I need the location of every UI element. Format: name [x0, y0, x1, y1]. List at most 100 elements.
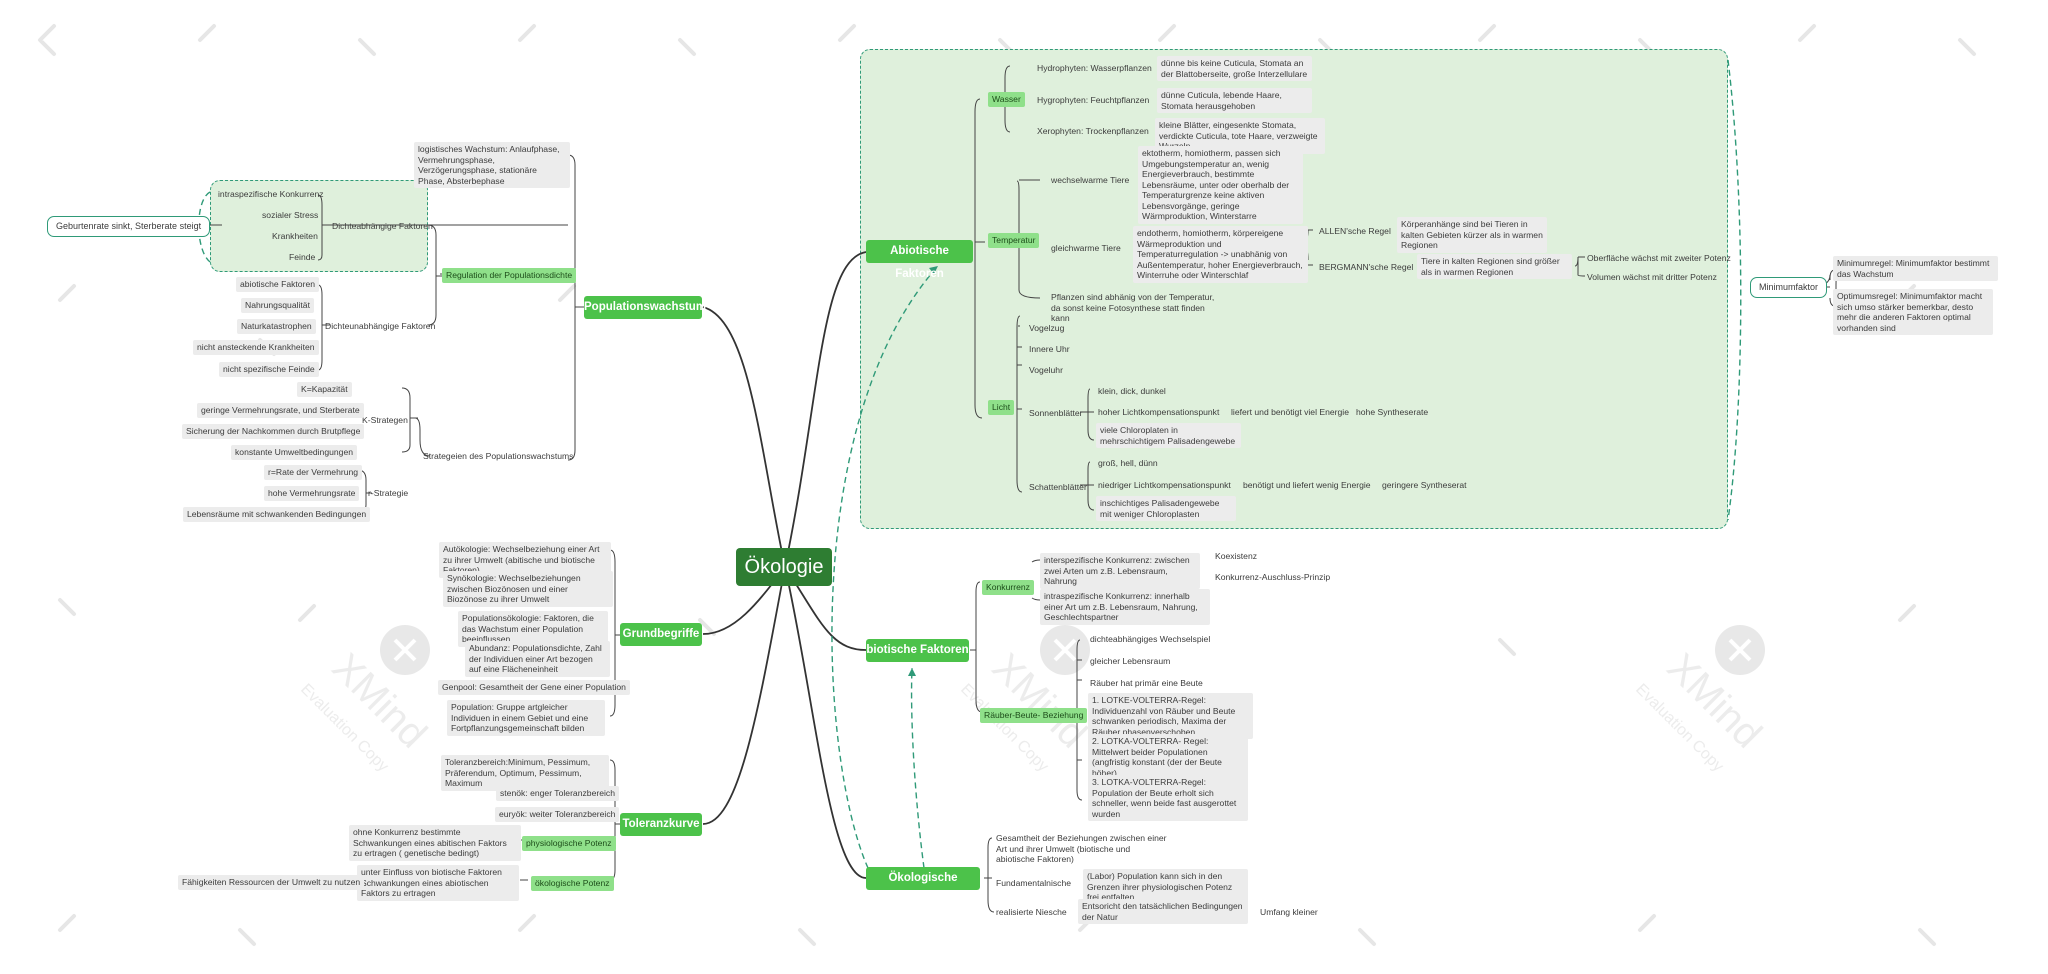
node-schatten-palisaden[interactable]: inschichtiges Palisadengewebe mit wenige…	[1096, 496, 1236, 521]
node-innere-uhr[interactable]: Innere Uhr	[1029, 344, 1070, 354]
node-krankheiten[interactable]: Krankheiten	[272, 231, 318, 241]
node-wasser[interactable]: Wasser	[988, 92, 1025, 107]
node-auschluss-prinzip[interactable]: Konkurrenz-Auschluss-Prinzip	[1215, 572, 1331, 582]
node-genpool[interactable]: Genpool: Gesamtheit der Gene einer Popul…	[438, 680, 630, 695]
node-hygrophyten-detail[interactable]: dünne Cuticula, lebende Haare, Stomata h…	[1157, 88, 1312, 113]
node-stenoek[interactable]: stenök: enger Toleranzbereich	[496, 786, 619, 801]
node-wechselwarme-detail[interactable]: ektotherm, homiotherm, passen sich Umgeb…	[1138, 146, 1303, 224]
node-k-kapazitaet[interactable]: K=Kapazität	[297, 382, 352, 397]
node-r-lebensraeume[interactable]: Lebensräume mit schwankenden Bedingungen	[183, 507, 371, 522]
node-faehigkeiten-ressourcen[interactable]: Fähigkeiten Ressourcen der Umwelt zu nut…	[178, 875, 365, 890]
node-schattenblaetter[interactable]: Schattenblätter	[1029, 482, 1087, 492]
node-umfang-kleiner[interactable]: Umfang kleiner	[1260, 907, 1318, 917]
node-physiologische-potenz[interactable]: physiologische Potenz	[522, 836, 616, 851]
node-regulation-populationsdichte[interactable]: Regulation der Populationsdichte	[442, 268, 577, 283]
node-r-strategie[interactable]: r-Strategie	[368, 488, 409, 498]
node-xerophyten[interactable]: Xerophyten: Trockenpflanzen	[1037, 126, 1149, 136]
node-fundamentalnische-detail[interactable]: (Labor) Population kann sich in den Gren…	[1083, 869, 1248, 905]
node-minimumregel[interactable]: Minimumregel: Minimumfaktor bestimmt das…	[1833, 256, 1998, 281]
node-realisierte-niesche[interactable]: realisierte Niesche	[996, 907, 1067, 917]
node-temperatur[interactable]: Temperatur	[988, 233, 1040, 248]
node-k-umweltbedingungen[interactable]: konstante Umweltbedingungen	[231, 445, 358, 460]
node-realisierte-detail[interactable]: Entsoricht den tatsächlichen Bedingungen…	[1078, 899, 1248, 924]
node-bergmann-regel[interactable]: BERGMANN'sche Regel	[1319, 262, 1414, 272]
node-hydrophyten[interactable]: Hydrophyten: Wasserpflanzen	[1037, 63, 1152, 73]
node-wechselspiel[interactable]: dichteabhängiges Wechselspiel	[1090, 634, 1211, 644]
node-sonnenblaetter[interactable]: Sonnenblätter	[1029, 408, 1083, 418]
node-gleicher-lebensraum[interactable]: gleicher Lebensraum	[1090, 656, 1171, 666]
node-schatten-gross[interactable]: groß, hell, dünn	[1098, 458, 1158, 468]
node-vogelzug[interactable]: Vogelzug	[1029, 323, 1065, 333]
node-licht[interactable]: Licht	[988, 400, 1015, 415]
node-oberflaeche[interactable]: Oberfläche wächst mit zweiter Potenz	[1587, 253, 1731, 263]
node-wechselwarme-tiere[interactable]: wechselwarme Tiere	[1051, 175, 1130, 185]
node-naturkatastrophen[interactable]: Naturkatastrophen	[237, 319, 316, 334]
node-intraspezifische-konkurrenz[interactable]: intraspezifische Konkurrenz	[218, 189, 324, 199]
node-sonnen-energie[interactable]: liefert und benötigt viel Energie	[1231, 407, 1350, 417]
node-sonnen-klein[interactable]: klein, dick, dunkel	[1098, 386, 1166, 396]
node-gesamtheit-beziehungen[interactable]: Gesamtheit der Beziehungen zwischen eine…	[996, 833, 1167, 864]
node-hydrophyten-detail[interactable]: dünne bis keine Cuticula, Stomata an der…	[1157, 56, 1312, 81]
node-sonnen-hoher-lkp[interactable]: hoher Lichtkompensationspunkt	[1098, 407, 1220, 417]
node-sozialer-stress[interactable]: sozialer Stress	[262, 210, 319, 220]
node-abundanz[interactable]: Abundanz: Populationsdichte, Zahl der In…	[465, 641, 610, 677]
node-oekologische-detail[interactable]: unter Einfluss von biotische Faktoren Sc…	[357, 865, 519, 901]
main-topic-biotic[interactable]: biotische Faktoren	[866, 639, 969, 662]
node-toleranzbereich[interactable]: Toleranzbereich:Minimum, Pessimum, Präfe…	[441, 755, 609, 791]
node-nicht-spezifische-feinde[interactable]: nicht spezifische Feinde	[219, 362, 319, 377]
node-konkurrenz[interactable]: Konkurrenz	[982, 580, 1034, 595]
node-koexistenz[interactable]: Koexistenz	[1215, 551, 1258, 561]
node-k-brutpflege[interactable]: Sicherung der Nachkommen durch Brutpfleg…	[182, 424, 365, 439]
main-topic-niche[interactable]: Ökologische Niesche	[866, 867, 980, 907]
node-minimumfaktor[interactable]: Minimumfaktor	[1750, 277, 1828, 298]
node-populationsoekologie[interactable]: Populationsökologie: Faktoren, die das W…	[458, 611, 608, 647]
node-bergmann-detail[interactable]: Tiere in kalten Regionen sind größer als…	[1417, 254, 1572, 279]
node-oekologische-potenz[interactable]: ökologische Potenz	[531, 876, 614, 891]
node-schatten-syntheserate[interactable]: geringere Syntheserat	[1382, 480, 1467, 490]
node-dichteabhaengige-faktoren[interactable]: Dichteabhängige Faktoren	[332, 221, 433, 231]
main-topic-abiotic[interactable]: Abiotische Faktoren	[866, 240, 973, 280]
node-dichteunabhaengige-faktoren[interactable]: Dichteunabhängige Faktoren	[325, 321, 436, 331]
node-volumen[interactable]: Volumen wächst mit dritter Potenz	[1587, 272, 1717, 282]
main-topic-growth[interactable]: Populationswachstum	[584, 296, 706, 319]
node-strategien-populationswachstum[interactable]: Strategeien des Populationswachstums	[423, 451, 574, 461]
node-lotka-volterra-2[interactable]: 2. LOTKA-VOLTERRA- Regel: Mittelwert bei…	[1088, 734, 1248, 780]
node-intraspezifisch[interactable]: intraspezifische Konkurrenz: innerhalb e…	[1040, 589, 1210, 625]
main-topic-basics[interactable]: Grundbegriffe	[620, 623, 702, 646]
node-schatten-niedriger-lkp[interactable]: niedriger Lichtkompensationspunkt	[1098, 480, 1231, 490]
node-sonnen-chloroplasten[interactable]: viele Chloroplaten in mehrschichtigem Pa…	[1096, 423, 1241, 448]
node-r-rate[interactable]: r=Rate der Vermehrung	[264, 465, 363, 480]
main-topic-tolerance[interactable]: Toleranzkurve	[620, 813, 702, 836]
center-topic-oekologie[interactable]: Ökologie	[736, 548, 832, 586]
node-optimumsregel[interactable]: Optimumsregel: Minimumfaktor macht sich …	[1833, 289, 1993, 335]
node-allen-regel[interactable]: ALLEN'sche Regel	[1319, 226, 1391, 236]
node-pflanzen-temperatur[interactable]: Pflanzen sind abhänig von der Temperatur…	[1051, 292, 1215, 323]
node-vogeluhr[interactable]: Vogeluhr	[1029, 365, 1063, 375]
node-nahrungsqualitaet[interactable]: Nahrungsqualität	[241, 298, 314, 313]
node-r-hohe-vermehrungsrate[interactable]: hohe Vermehrungsrate	[264, 486, 360, 501]
watermark-logo-right	[1715, 625, 1765, 675]
node-fundamentalnische[interactable]: Fundamentalnische	[996, 878, 1072, 888]
node-feinde[interactable]: Feinde	[289, 252, 316, 262]
node-sonnen-syntheserate[interactable]: hohe Syntheserate	[1356, 407, 1429, 417]
node-gleichwarme-tiere[interactable]: gleichwarme Tiere	[1051, 243, 1121, 253]
node-lotka-volterra-1[interactable]: 1. LOTKE-VOLTERRA-Regel: Individuenzahl …	[1088, 693, 1253, 739]
node-gleichwarme-detail[interactable]: endotherm, homiotherm, körpereigene Wärm…	[1133, 226, 1308, 283]
node-interspezifisch[interactable]: interspezifische Konkurrenz: zwischen zw…	[1040, 553, 1200, 589]
node-synoekologie[interactable]: Synökologie: Wechselbeziehungen zwischen…	[443, 571, 613, 607]
node-allen-detail[interactable]: Körperanhänge sind bei Tieren in kalten …	[1397, 217, 1547, 253]
node-raeuber-beute[interactable]: Räuber-Beute- Beziehung	[980, 708, 1088, 723]
node-lotka-volterra-3[interactable]: 3. LOTKA-VOLTERRA-Regel: Population der …	[1088, 775, 1248, 821]
node-hygrophyten[interactable]: Hygrophyten: Feuchtpflanzen	[1037, 95, 1150, 105]
node-physiologische-detail[interactable]: ohne Konkurrenz bestimmte Schwankungen e…	[349, 825, 521, 861]
node-nicht-ansteckende-krankheiten[interactable]: nicht ansteckende Krankheiten	[193, 340, 319, 355]
node-logistisches-wachstum[interactable]: logistisches Wachstum: Anlaufphase, Verm…	[414, 142, 570, 188]
node-euryoek[interactable]: euryök: weiter Toleranzbereich	[495, 807, 620, 822]
node-schatten-energie[interactable]: benötigt und liefert wenig Energie	[1243, 480, 1371, 490]
node-geburtenrate[interactable]: Geburtenrate sinkt, Sterberate steigt	[47, 216, 211, 237]
node-population[interactable]: Population: Gruppe artgleicher Individue…	[447, 700, 605, 736]
node-k-vermehrungsrate[interactable]: geringe Vermehrungsrate, und Sterberate	[197, 403, 364, 418]
node-primaere-beute[interactable]: Räuber hat primär eine Beute	[1090, 678, 1203, 688]
node-k-strategen[interactable]: K-Strategen	[362, 415, 408, 425]
node-abiotische-faktoren[interactable]: abiotische Faktoren	[236, 277, 319, 292]
